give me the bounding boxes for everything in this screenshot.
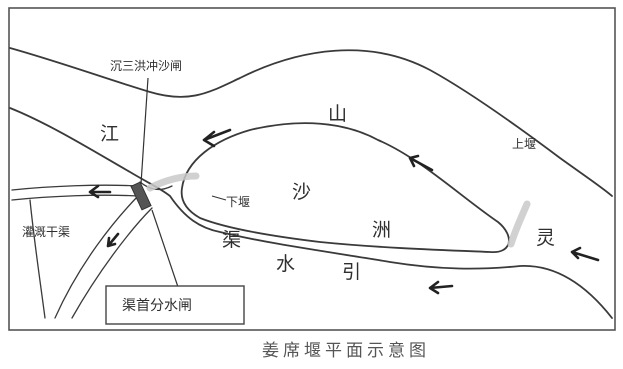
river-ling-label: 灵 (536, 227, 555, 249)
channel-shui-label: 水 (276, 253, 295, 275)
lower-weir-structure (146, 172, 200, 192)
river-jiang-label: 江 (100, 123, 119, 145)
arrow-left-icon (408, 154, 434, 172)
island-zhou-label: 洲 (372, 219, 391, 241)
diversion-gate-box (105, 285, 245, 325)
upper-weir-label: 上堰 (512, 137, 536, 151)
arrow-left-icon (428, 280, 454, 295)
lower-weir-label: 下堰 (226, 195, 250, 209)
canal-outer-mid (11, 194, 139, 201)
mountain-label: 山 (328, 103, 347, 125)
upper-weir-structure (507, 200, 531, 248)
lower-weir-leader (211, 195, 227, 201)
channel-qu-label: 渠 (222, 229, 241, 251)
arrow-down-left-icon (106, 232, 120, 248)
arrow-left-icon (570, 246, 600, 262)
arrow-left-icon (202, 128, 232, 148)
channel-inner-bank (139, 181, 173, 191)
canal-branch-right (71, 207, 153, 319)
arrow-left-icon (88, 184, 112, 199)
channel-yin-label: 引 (342, 261, 361, 283)
canal-outer-top (11, 184, 139, 191)
gate-flush-label: 沉三洪冲沙闸 (110, 58, 182, 73)
gate-leader-line (140, 77, 149, 185)
island-sha-label: 沙 (292, 181, 311, 203)
irrigation-canal-label: 灌溉干渠 (22, 225, 70, 239)
diagram-caption: 姜席堰平面示意图 (262, 341, 430, 361)
river-south-bank (9, 107, 613, 319)
canal-small-bank (29, 199, 46, 319)
river-north-bank (9, 47, 613, 197)
diagram-frame (8, 7, 616, 331)
diversion-gate-label: 渠首分水闸 (122, 298, 192, 314)
diversion-leader-line (151, 209, 179, 288)
canal-branch-left (54, 195, 139, 319)
diversion-gate-structure (130, 181, 152, 211)
